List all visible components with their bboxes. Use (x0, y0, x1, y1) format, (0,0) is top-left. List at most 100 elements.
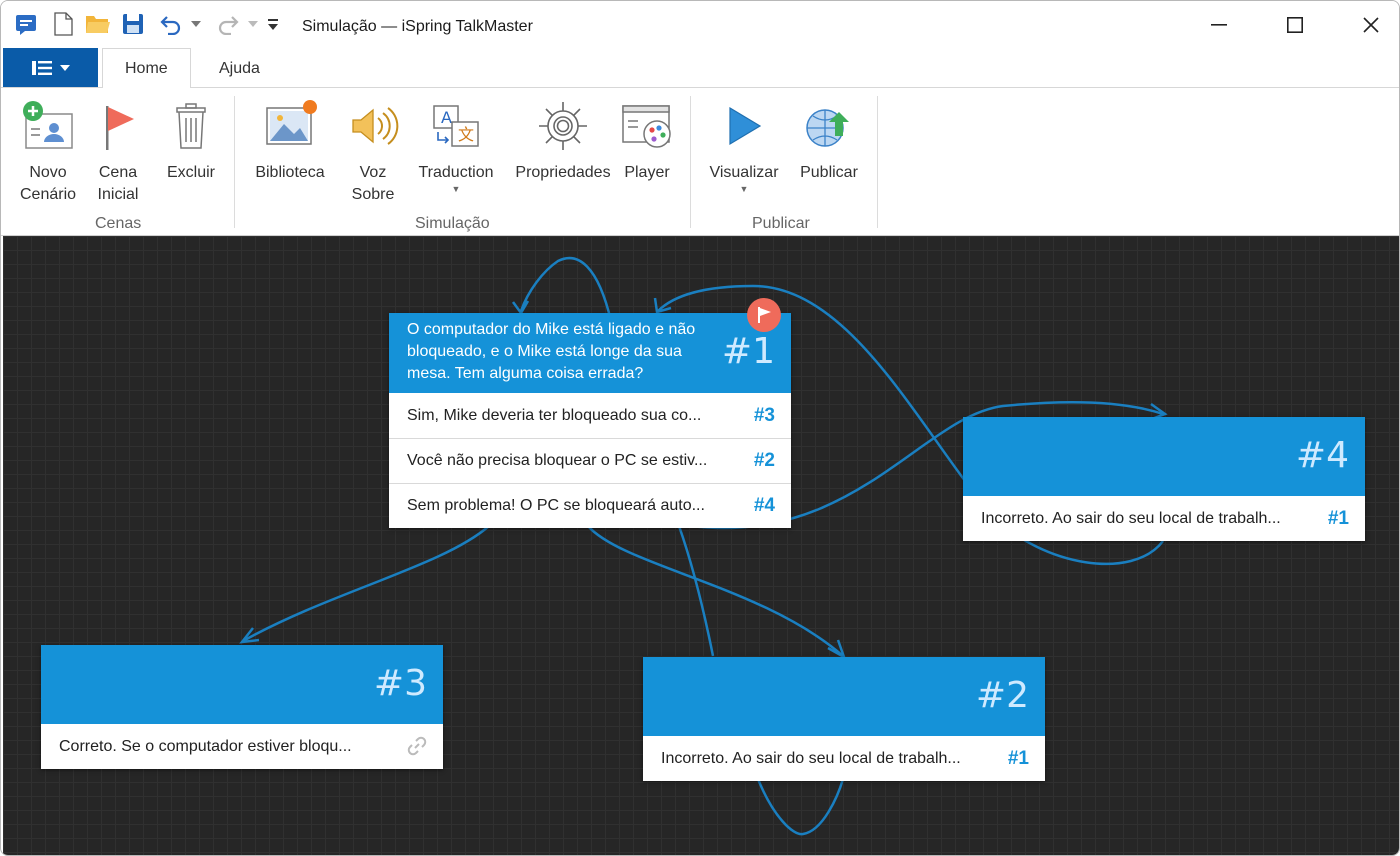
scene-header[interactable]: O computador do Mike está ligado e não b… (389, 298, 791, 393)
scene-number: #4 (1295, 435, 1349, 476)
scene-number: #1 (721, 331, 775, 372)
svg-text:A: A (441, 108, 452, 127)
scene-header[interactable]: #4 (963, 417, 1365, 496)
minimize-button[interactable] (1181, 1, 1257, 48)
response-text: Você não precisa bloquear o PC se estiv.… (407, 452, 708, 469)
group-label-simulacao: Simulação (415, 215, 490, 232)
customize-toolbar-icon[interactable] (263, 9, 283, 39)
gear-icon (535, 98, 591, 154)
response-text: Incorreto. Ao sair do seu local de traba… (981, 509, 1281, 527)
properties-label: Propriedades (515, 164, 611, 181)
response-text: Sem problema! O PC se bloqueará auto... (407, 497, 705, 514)
group-separator (234, 96, 235, 228)
preview-label: Visualizar (709, 164, 779, 181)
scene-number: #2 (975, 675, 1029, 716)
publish-label: Publicar (800, 164, 858, 181)
response-target[interactable]: #1 (1327, 507, 1349, 529)
group-separator (690, 96, 691, 228)
new-file-icon[interactable] (48, 9, 78, 39)
player-icon (619, 98, 675, 154)
scene-question: O computador do Mike está ligado e não b… (407, 321, 696, 382)
connector-1-to-4 (690, 401, 1164, 530)
connector-4-to-1 (657, 284, 1164, 566)
link-icon[interactable] (407, 736, 427, 762)
chevron-down-icon: ▼ (739, 184, 749, 194)
maximize-button[interactable] (1257, 1, 1333, 48)
group-label-cenas: Cenas (95, 215, 142, 232)
scenario-canvas[interactable]: O computador do Mike está ligado e não b… (3, 236, 1399, 855)
tab-ajuda[interactable]: Ajuda (219, 59, 260, 77)
file-menu-button[interactable] (3, 48, 98, 87)
redo-dropdown-icon[interactable] (243, 9, 263, 39)
connector-1-to-3 (242, 525, 490, 643)
response-row[interactable]: Você não precisa bloquear o PC se estiv.… (389, 438, 791, 483)
player-label: Player (624, 164, 670, 181)
response-text: Sim, Mike deveria ter bloqueado sua co..… (407, 406, 702, 424)
response-target[interactable]: #2 (753, 450, 775, 471)
tab-home[interactable]: Home (102, 48, 191, 89)
response-text: Correto. Se o computador estiver bloqu..… (59, 737, 352, 755)
ribbon-tab-bar: Home Ajuda (1, 48, 1399, 89)
preview-button[interactable]: Visualizar ▼ (704, 98, 784, 194)
undo-dropdown-icon[interactable] (186, 9, 206, 39)
menu-icon (31, 60, 52, 75)
flag-icon (90, 98, 146, 154)
delete-label: Excluir (166, 164, 215, 181)
response-row[interactable]: Sim, Mike deveria ter bloqueado sua co..… (389, 393, 791, 438)
response-row[interactable]: Incorreto. Ao sair do seu local de traba… (643, 736, 1045, 781)
window-title: Simulação — iSpring TalkMaster (302, 18, 533, 35)
group-separator (877, 96, 878, 228)
player-button[interactable]: Player (619, 98, 675, 184)
response-target[interactable]: #4 (753, 495, 775, 516)
svg-text:文: 文 (458, 125, 474, 144)
redo-icon[interactable] (213, 9, 243, 39)
scene-number: #3 (373, 663, 427, 704)
scene-header[interactable]: #2 (643, 657, 1045, 736)
response-target[interactable]: #1 (1007, 747, 1029, 769)
response-text: Incorreto. Ao sair do seu local de traba… (661, 749, 961, 767)
scene-card-4[interactable]: #4 Incorreto. Ao sair do seu local de tr… (963, 417, 1365, 541)
translation-label: Traduction (418, 164, 494, 181)
connector-loop-1 (519, 256, 613, 322)
publish-button[interactable]: Publicar (796, 98, 862, 184)
chevron-down-icon: ▼ (451, 184, 461, 194)
connector-2-to-1 (677, 525, 715, 657)
chevron-down-icon (59, 64, 70, 71)
title-bar: Simulação — iSpring TalkMaster (1, 1, 1399, 48)
response-row[interactable]: Sem problema! O PC se bloqueará auto... … (389, 483, 791, 528)
connector-loop-2 (756, 778, 845, 836)
trash-icon (163, 98, 219, 154)
app-logo-icon (11, 9, 41, 39)
undo-icon[interactable] (156, 9, 186, 39)
connector-1-to-2 (587, 525, 844, 657)
response-row[interactable]: Correto. Se o computador estiver bloqu..… (41, 724, 443, 769)
scene-card-3[interactable]: #3 Correto. Se o computador estiver bloq… (41, 645, 443, 769)
scene-card-2[interactable]: #2 Incorreto. Ao sair do seu local de tr… (643, 657, 1045, 781)
open-folder-icon[interactable] (83, 9, 113, 39)
response-row[interactable]: Incorreto. Ao sair do seu local de traba… (963, 496, 1365, 541)
library-label: Biblioteca (255, 164, 325, 181)
properties-button[interactable]: Propriedades (511, 98, 615, 184)
close-button[interactable] (1333, 1, 1399, 48)
publish-icon (801, 98, 857, 154)
save-icon[interactable] (118, 9, 148, 39)
library-icon (262, 98, 318, 154)
new-scene-icon (20, 98, 76, 154)
delete-button[interactable]: Excluir (161, 98, 221, 184)
scene-header[interactable]: #3 (41, 645, 443, 724)
response-target[interactable]: #3 (753, 404, 775, 426)
group-label-publicar: Publicar (752, 215, 810, 232)
scene-card-1[interactable]: O computador do Mike está ligado e não b… (389, 298, 791, 528)
start-flag-icon (747, 298, 781, 332)
library-button[interactable]: Biblioteca (249, 98, 331, 184)
